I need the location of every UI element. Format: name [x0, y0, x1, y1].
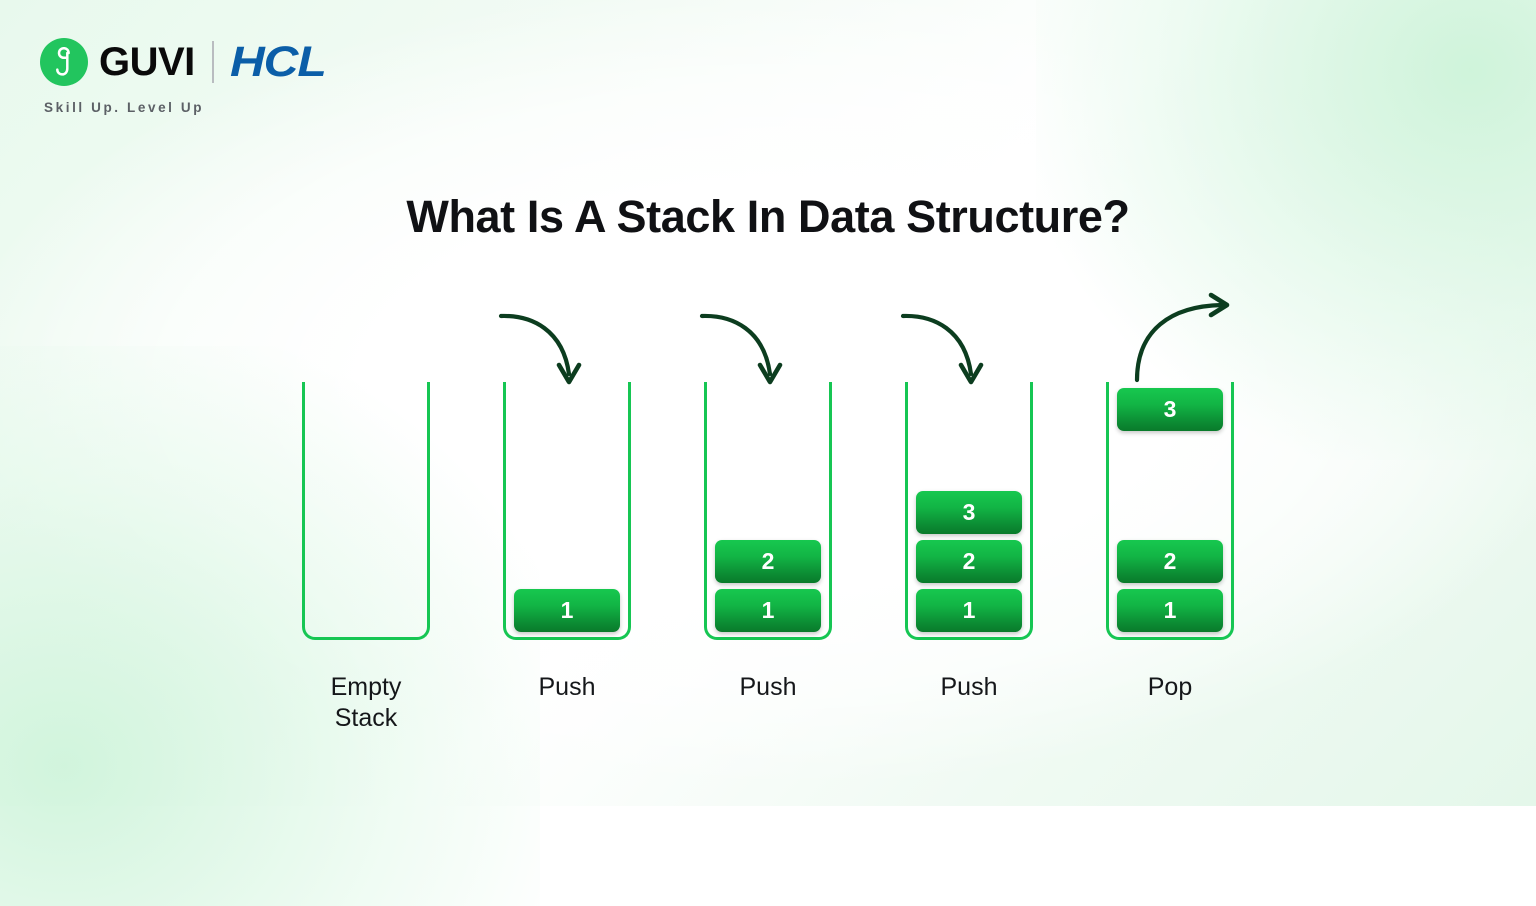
stack-label-push-1: Push [538, 673, 596, 701]
brand-bar: GUVI HCL Skill Up. Level Up [40, 36, 327, 115]
brand-logo-row: GUVI HCL [40, 36, 327, 88]
stack-block: 2 [916, 540, 1022, 583]
push-down-arrow-icon [900, 313, 984, 385]
hcl-wordmark: HCL [229, 37, 327, 86]
stack-slot-list: 1 [506, 442, 628, 632]
stack-block: 1 [916, 589, 1022, 632]
stack-label-pop: Pop [1147, 673, 1193, 701]
guvi-wordmark: GUVI [99, 40, 195, 84]
brand-divider [211, 41, 214, 83]
push-down-arrow-icon [699, 313, 783, 385]
stack-empty-slot [514, 442, 620, 485]
stack-block: 2 [715, 540, 821, 583]
stack-block: 2 [1117, 540, 1223, 583]
stack-block-popped: 3 [1117, 388, 1223, 431]
stack-slot-list: 1 2 3 [908, 491, 1030, 632]
pop-up-arrow-icon [1134, 292, 1230, 383]
guvi-g-mark-icon [40, 38, 88, 86]
stack-empty-slot [514, 540, 620, 583]
stack-block: 1 [715, 589, 821, 632]
stack-block: 1 [514, 589, 620, 632]
stack-container: 1 2 3 [905, 382, 1033, 640]
brand-tagline: Skill Up. Level Up [44, 100, 205, 115]
stack-label-empty-stack: Empty Stack [330, 673, 402, 733]
push-down-arrow-icon [498, 313, 582, 385]
stack-block: 1 [1117, 589, 1223, 632]
stack-label-push-2: Push [739, 673, 797, 701]
stack-empty-slot [514, 491, 620, 534]
stack-label-push-3: Push [940, 673, 998, 701]
stack-column-empty-stack: Empty Stack [271, 282, 461, 752]
stack-container [302, 382, 430, 640]
page-title: What Is A Stack In Data Structure? [406, 191, 1130, 242]
slide-canvas: GUVI HCL Skill Up. Level Up What Is A St… [0, 36, 1536, 752]
stack-container: 1 [503, 382, 631, 640]
stack-block: 3 [916, 491, 1022, 534]
